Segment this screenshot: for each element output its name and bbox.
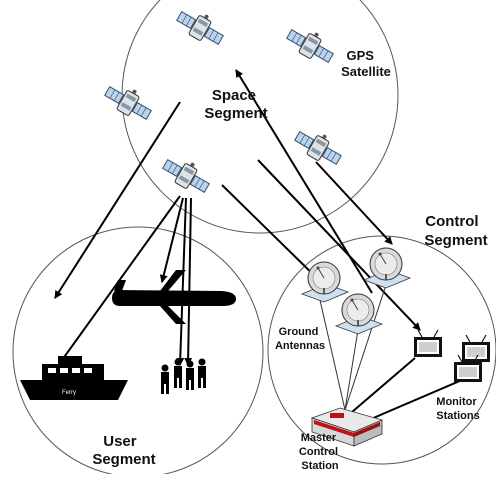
arrow-monitor-to-master bbox=[344, 357, 416, 419]
master-control-station-icon bbox=[310, 407, 384, 447]
arrow-sat-to-ferry bbox=[51, 195, 181, 375]
arrow-space-to-monitor bbox=[257, 159, 421, 331]
space-segment-label: Space Segment bbox=[204, 87, 267, 122]
control-segment-label: Control Segment bbox=[424, 213, 487, 249]
satellite-icon bbox=[101, 77, 157, 126]
ferry-icon: Ferry bbox=[20, 356, 128, 400]
monitor-station-icon bbox=[413, 329, 443, 358]
airplane-icon bbox=[112, 270, 236, 324]
ground-antennas-label: Ground Antennas bbox=[275, 326, 325, 352]
ground-antenna-icon bbox=[335, 293, 383, 335]
satellite-icon bbox=[283, 20, 339, 69]
master-control-station-label: Master Control Station bbox=[299, 432, 341, 472]
arrow-space-to-user-left bbox=[54, 101, 181, 299]
arrow-sat-to-people-2 bbox=[184, 197, 193, 366]
people-icon bbox=[161, 358, 206, 394]
satellite-icon bbox=[159, 150, 215, 199]
signal-arrows bbox=[51, 69, 463, 429]
gps-satellite-label: GPS Satellite bbox=[341, 48, 391, 79]
antenna-feed-lines bbox=[319, 287, 386, 411]
arrow-sat-to-airplane bbox=[159, 197, 184, 283]
ground-antenna-icon bbox=[363, 247, 411, 289]
satellite-icon bbox=[291, 122, 347, 171]
monitor-stations-label: Monitor Stations bbox=[436, 396, 479, 422]
ground-antenna-icon bbox=[301, 261, 349, 303]
satellite-icon bbox=[173, 2, 229, 51]
user-segment-label: User Segment bbox=[92, 433, 155, 468]
arrow-sat-to-people-1 bbox=[176, 197, 187, 366]
arrow-sat-to-antenna bbox=[221, 184, 325, 286]
control-segment-circle bbox=[267, 235, 496, 465]
ferry-label: Ferry bbox=[62, 390, 76, 396]
arrow-sat-to-dish bbox=[315, 161, 393, 245]
